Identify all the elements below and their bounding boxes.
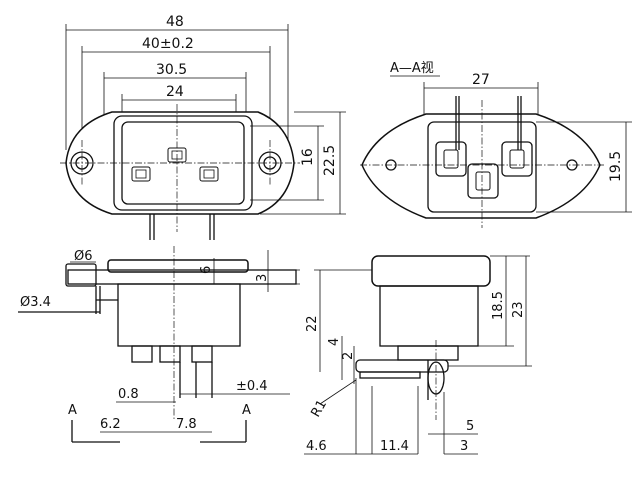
dim-7-8: 7.8 (176, 417, 197, 432)
front-view: 48 40±0.2 30.5 24 (60, 14, 346, 240)
section-mark-a-right: A (242, 403, 251, 418)
dim-22: 22 (305, 315, 320, 332)
dim-18-5: 18.5 (491, 291, 506, 320)
dim-4-6: 4.6 (306, 439, 327, 454)
section-view-aa: A—A视 27 19.5 (360, 61, 632, 228)
dim-dia-6: Ø6 (74, 249, 93, 264)
dim-5: 5 (466, 419, 474, 434)
dim-6-2: 6.2 (100, 417, 121, 432)
dim-6: 6 (199, 266, 214, 274)
dim-3: 3 (255, 274, 270, 282)
dim-11-4: 11.4 (380, 439, 409, 454)
dim-24: 24 (166, 84, 184, 100)
section-mark-a-left: A (68, 403, 77, 418)
dim-4: 4 (327, 338, 342, 346)
dim-r1: R1 (308, 398, 330, 420)
side-view: Ø6 Ø3.4 6 3 0.8 ±0.4 6.2 7.8 A A (18, 246, 300, 443)
profile-view: 22 4 2 R1 18.5 23 4.6 11.4 5 3 (304, 255, 532, 455)
dim-30-5: 30.5 (156, 62, 187, 78)
dim-3-bottom: 3 (460, 439, 468, 454)
dim-22-5: 22.5 (322, 145, 338, 176)
dim-19-5: 19.5 (608, 151, 624, 182)
dim-dia-3-4: Ø3.4 (20, 295, 51, 310)
dim-27: 27 (472, 72, 490, 88)
dim-23: 23 (511, 301, 526, 318)
dim-2: 2 (341, 352, 356, 360)
dim-40: 40±0.2 (142, 36, 194, 52)
dim-0-8: 0.8 (118, 387, 139, 402)
dim-16: 16 (300, 148, 316, 166)
view-label: A—A视 (390, 61, 434, 76)
dim-tol-0-4: ±0.4 (236, 379, 268, 394)
dim-48: 48 (166, 14, 184, 30)
